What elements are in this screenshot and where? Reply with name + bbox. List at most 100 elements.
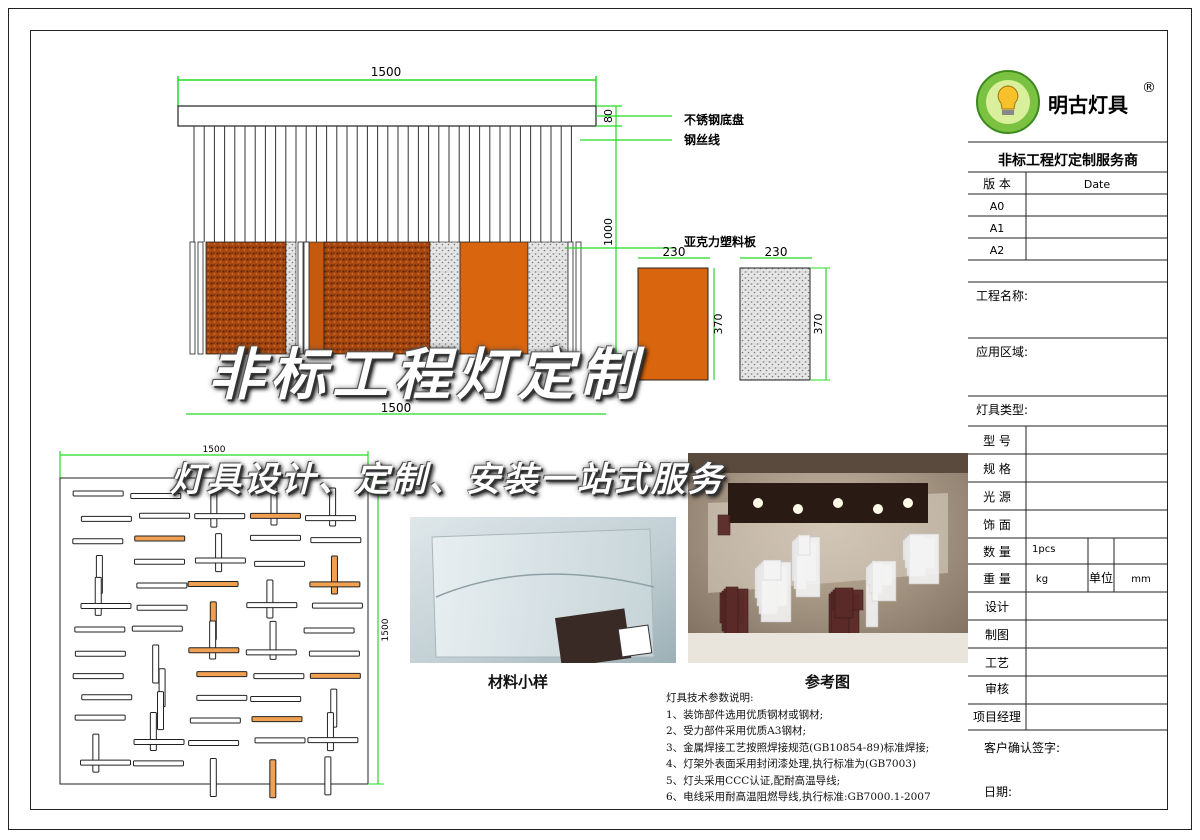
plan-width-label: 1500 — [203, 445, 226, 455]
reference-photo — [688, 453, 968, 663]
caption-reference: 参考图 — [805, 673, 851, 691]
crystal-tube — [567, 241, 574, 355]
weight-unit: kg — [1036, 574, 1048, 585]
callout-acrylic: 亚克力塑料板 — [684, 234, 757, 249]
plan-panel-bar — [250, 534, 302, 541]
weight-label: 重 量 — [983, 572, 1011, 586]
technical-notes: 灯具技术参数说明: 1、装饰部件选用优质钢材或钢材; 2、受力部件采用优质A3钢… — [666, 690, 966, 806]
lamp-type-label: 灯具类型: — [976, 403, 1028, 417]
plan-panel-bar — [251, 716, 303, 723]
plan-panel-bar — [80, 515, 132, 522]
crystal-tube — [303, 241, 310, 355]
watermark-line-1: 非标工程灯定制 — [208, 342, 642, 408]
plan-panel-bar — [254, 560, 306, 567]
application-area-label: 应用区域: — [976, 344, 1028, 359]
plan-panel-layout — [72, 486, 363, 799]
process-label: 工艺 — [985, 656, 1009, 670]
plan-panel-bar — [310, 537, 362, 544]
plan-panel-bar — [215, 533, 223, 573]
plan-panel-bar — [326, 712, 334, 752]
unit-label: 单位 — [1089, 570, 1113, 585]
plan-panel-bar — [92, 733, 100, 773]
plan-panel-bar — [246, 602, 298, 609]
tech-note-item: 1、装饰部件选用优质钢材或钢材; — [666, 708, 824, 721]
plan-panel-bar — [134, 558, 186, 565]
drawing-frame — [30, 30, 1168, 810]
plan-panel-bar — [187, 580, 239, 587]
version-a2: A2 — [990, 244, 1005, 257]
dim-bottom-label: 1500 — [381, 401, 412, 415]
spec-label: 规 格 — [983, 461, 1011, 476]
plan-panel-bar — [74, 626, 126, 633]
plan-panel-bar — [266, 579, 274, 619]
plan-panel-bar — [72, 490, 124, 497]
watermark-line-2: 灯具设计、定制、安装一站式服务 — [170, 460, 725, 500]
outer-border — [8, 8, 1192, 830]
project-name-label: 工程名称: — [976, 288, 1028, 303]
plan-panel-bar — [74, 650, 126, 657]
registered-mark: ® — [1142, 80, 1156, 96]
plan-panel-bar — [307, 737, 359, 744]
plan-panel-bar — [139, 512, 191, 519]
plan-panel-bar — [324, 756, 332, 796]
unit-value: mm — [1131, 574, 1150, 585]
plan-panel-bar — [188, 739, 240, 746]
elevation-drawing: 1500 80 1000 不锈钢底盘 钢丝线 亚克力塑料板 1500 230 3… — [177, 65, 830, 415]
stainless-base-plate — [177, 105, 597, 127]
crystal-tube — [189, 241, 196, 355]
plan-panel-bar — [157, 691, 165, 731]
plan-panel-bar — [330, 555, 338, 595]
plan-panel-bar — [134, 535, 186, 542]
version-label: 版 本 — [983, 177, 1011, 191]
plan-panel-bar — [269, 759, 277, 799]
tech-note-item: 4、灯架外表面采用封闭漆处理,执行标准为(GB7003) — [666, 758, 917, 770]
brand-name: 明古灯具 — [1048, 93, 1128, 117]
plan-view: 1500 1500 — [59, 445, 391, 799]
version-a0: A0 — [990, 200, 1005, 213]
plan-panel-bar — [254, 737, 306, 744]
plan-panel-bar — [309, 672, 361, 679]
crystal-tube — [297, 241, 304, 355]
orange-panel-detail — [637, 267, 709, 381]
plan-panel-bar — [309, 581, 361, 588]
light-source-label: 光 源 — [983, 490, 1011, 504]
quantity-value: 1pcs — [1032, 544, 1055, 555]
crystal-tube — [575, 241, 582, 355]
plan-panel-bar — [305, 515, 357, 522]
finish-label: 饰 面 — [983, 518, 1011, 532]
plan-panel-bar — [130, 493, 182, 500]
plan-panel-bar — [209, 620, 217, 660]
model-label: 型 号 — [983, 434, 1011, 448]
plan-panel-bar — [308, 650, 360, 657]
plan-panel-bar — [209, 758, 217, 798]
plan-panel-bar — [245, 649, 297, 656]
plan-panel-bar — [81, 694, 133, 701]
plan-panel-bar — [131, 625, 183, 632]
plan-panel-bar — [311, 602, 363, 609]
plan-panel-bar — [152, 644, 160, 684]
plan-panel-bar — [72, 538, 124, 545]
tech-note-item: 5、灯头采用CCC认证,配耐高温导线; — [666, 774, 841, 787]
date-sign-label: 日期: — [984, 785, 1012, 799]
tech-note-item: 2、受力部件采用优质A3钢材; — [666, 725, 806, 737]
plan-panel-bar — [303, 627, 355, 634]
dim-height: 1000 — [602, 218, 615, 246]
plan-panel-bar — [136, 604, 188, 611]
tech-note-item: 3、金属焊接工艺按照焊接规范(GB10854-89)标准焊接; — [666, 741, 930, 754]
brand-slogan: 非标工程灯定制服务商 — [998, 152, 1138, 169]
project-manager-label: 项目经理 — [973, 710, 1021, 724]
crystal-tubes — [189, 241, 582, 355]
date-label: Date — [1084, 178, 1111, 191]
plan-panel-bar — [189, 717, 241, 724]
plan-panel-bar — [196, 694, 248, 701]
plan-panel-bar — [188, 647, 240, 654]
panel1-width: 230 — [663, 245, 686, 259]
plan-panel-bar — [194, 513, 246, 520]
customer-sign-label: 客户确认签字: — [984, 740, 1060, 755]
design-label: 设计 — [985, 600, 1009, 614]
plan-panel-bar — [249, 512, 301, 519]
plan-panel-bar — [136, 582, 188, 589]
plan-height-label: 1500 — [381, 618, 391, 641]
callout-wire: 钢丝线 — [684, 132, 720, 147]
textured-panel-detail — [739, 267, 811, 381]
